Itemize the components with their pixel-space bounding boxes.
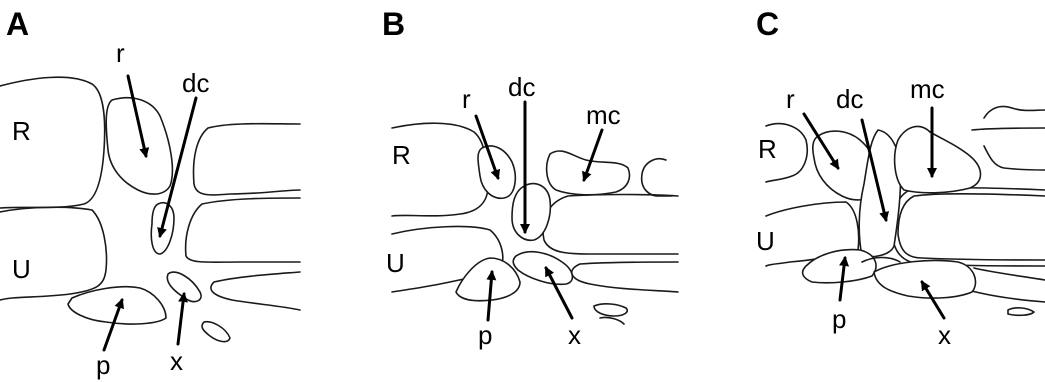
metacarpal-outline <box>572 262 678 292</box>
ulna-label: U <box>12 254 31 284</box>
ulna-label: U <box>756 226 775 256</box>
metacarpal-outline <box>600 317 624 324</box>
radiale-label: r <box>786 84 795 114</box>
metacarpal-shaft <box>892 188 1045 266</box>
metacarpal-outline <box>211 272 300 310</box>
distal-element <box>202 322 230 342</box>
intermedium-label: x <box>568 320 581 350</box>
metacarpal-label: mc <box>586 100 621 130</box>
pisiform-element <box>803 250 876 283</box>
panel-letter-a: A <box>6 6 29 42</box>
metacarpal-outline <box>968 290 1045 302</box>
distal-carpal-label: dc <box>182 68 209 98</box>
metacarpal-outline <box>543 195 678 255</box>
panel-b: B R U r dc mc p x <box>382 6 678 350</box>
pisiform-label: p <box>478 320 492 350</box>
metacarpal-outline <box>972 128 1045 130</box>
intermedium-element <box>874 260 976 298</box>
intermedium-arrow <box>178 294 184 344</box>
radius-label: R <box>392 140 411 170</box>
metacarpal-outline <box>186 198 300 262</box>
metacarpal-outline <box>974 268 1045 280</box>
metacarpal-outline <box>984 146 1045 170</box>
radiale-label: r <box>462 84 471 114</box>
metacarpal-element <box>895 126 981 192</box>
distal-carpal-element <box>512 184 550 241</box>
intermedium-element <box>513 252 572 285</box>
metacarpal-outline <box>642 159 672 196</box>
intermedium-label: x <box>170 346 183 376</box>
metacarpal-label: mc <box>910 74 945 104</box>
radius-label: R <box>12 116 31 146</box>
radius-label: R <box>758 134 777 164</box>
panel-letter-b: B <box>382 6 405 42</box>
panel-c: C R U r dc mc p x <box>756 6 1045 350</box>
intermedium-label: x <box>938 320 951 350</box>
metacarpal-outline <box>1008 308 1034 315</box>
distal-carpal-label: dc <box>836 84 863 114</box>
ulna-label: U <box>386 248 405 278</box>
panel-letter-c: C <box>756 6 779 42</box>
panel-a: A R U r dc p x <box>0 6 300 380</box>
radiale-element <box>106 98 172 194</box>
pisiform-label: p <box>832 304 846 334</box>
radiale-label: r <box>116 38 125 68</box>
pisiform-element <box>456 258 520 301</box>
metacarpal-outline <box>984 106 1045 118</box>
distal-carpal-label: dc <box>508 72 535 102</box>
pisiform-label: p <box>96 350 110 380</box>
metacarpal-outline <box>594 304 627 316</box>
metacarpal-outline <box>194 124 300 195</box>
